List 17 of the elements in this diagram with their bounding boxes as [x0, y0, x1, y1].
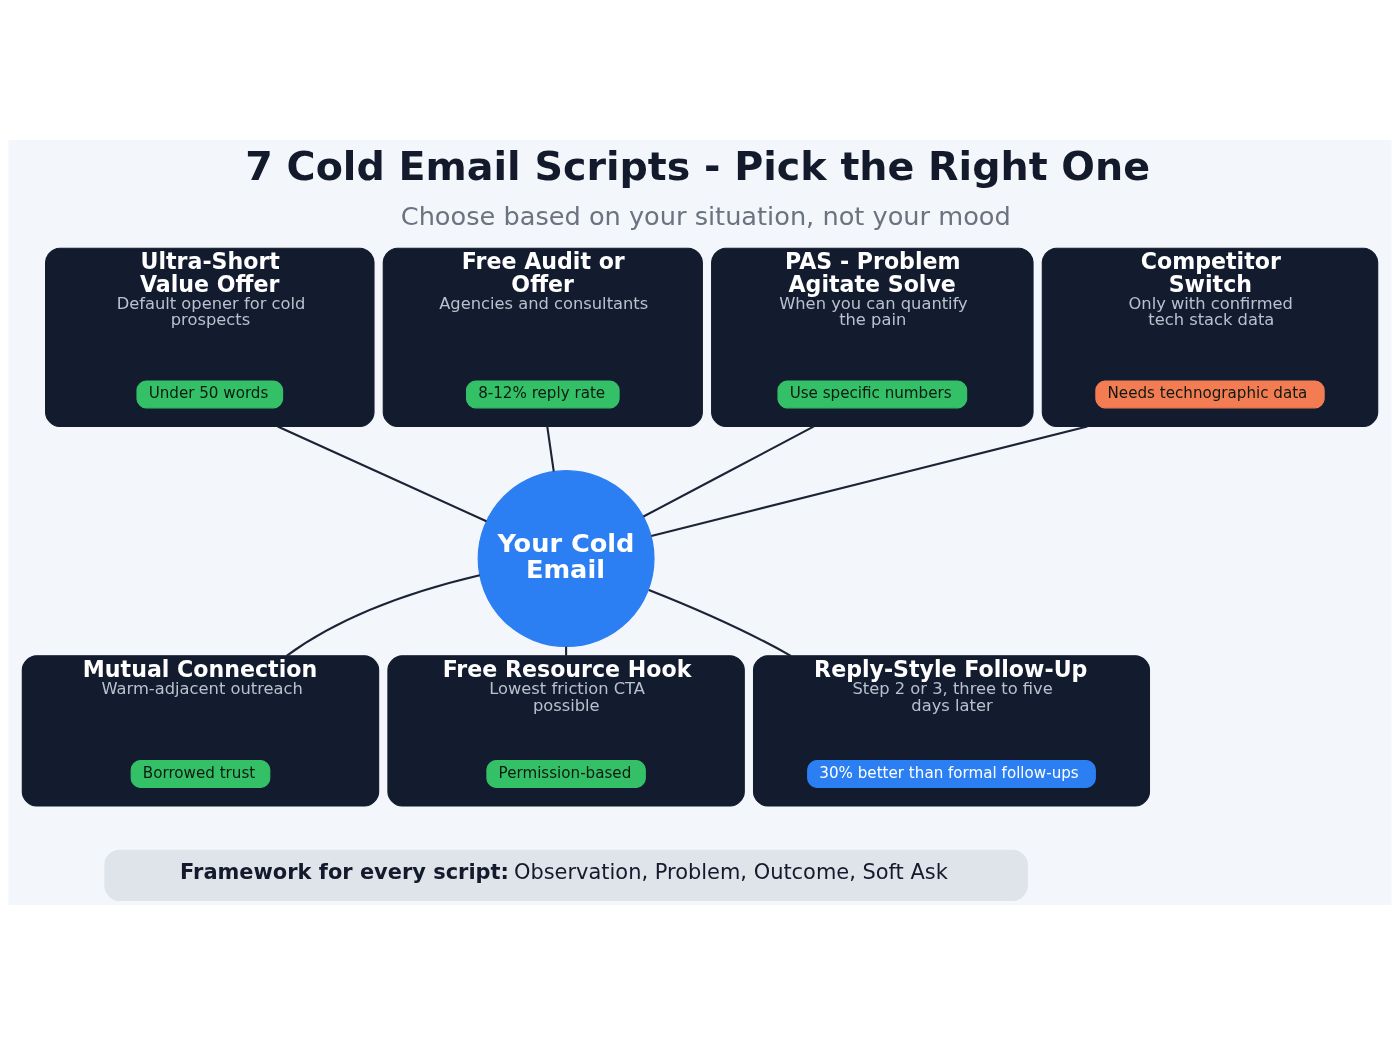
node-box: Needs technographic data [1095, 380, 1325, 409]
node-box: 30% better than formal follow-ups [807, 760, 1096, 788]
connector [648, 588, 792, 657]
connector [651, 425, 1088, 538]
node-box: 8-12% reply rate [465, 380, 620, 409]
node-box: Permission-based [486, 760, 646, 788]
connector [286, 574, 480, 657]
node-box: Use specific numbers [777, 380, 968, 409]
connector [546, 426, 555, 472]
label: Choose based on your situation, not your mood [400, 200, 1011, 231]
connector [642, 425, 815, 518]
node-box: Borrowed trust [130, 760, 271, 788]
node-circle: Your Cold Email [477, 470, 655, 648]
node-box: Under 50 words [136, 380, 284, 409]
connector [565, 646, 568, 656]
connector [277, 425, 487, 523]
diagram-title: 7 Cold Email Scripts - Pick the Right One [245, 142, 1151, 189]
